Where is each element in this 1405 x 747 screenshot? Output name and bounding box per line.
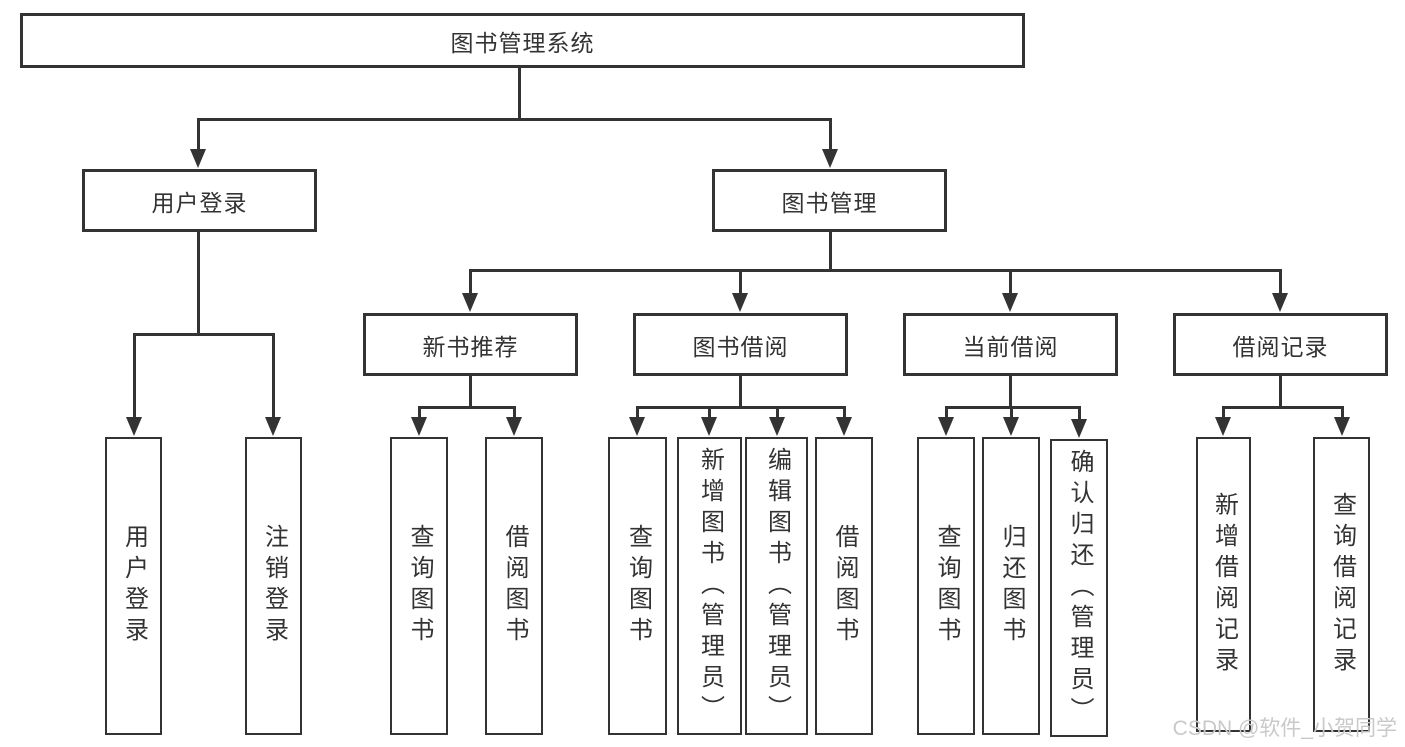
connector-line [418, 406, 516, 409]
connector-line [197, 119, 200, 160]
csdn-watermark: CSDN @软件_小贺同学 [1172, 717, 1397, 740]
node-user-login-group: 用户登录 [82, 169, 317, 232]
arrow-down-icon [190, 149, 206, 168]
connector-line [272, 334, 275, 428]
arrow-down-icon [1215, 417, 1231, 436]
node-label: 借阅记录 [1232, 333, 1329, 360]
arrow-down-icon [629, 417, 645, 436]
connector-line [469, 376, 472, 409]
connector-line [518, 68, 521, 121]
node-label: 图书借阅 [692, 333, 789, 360]
node-borrow-records: 借阅记录 [1173, 313, 1388, 376]
connector-line [829, 119, 832, 160]
node-leaf-add-record: 新增借阅记录 [1196, 437, 1251, 732]
arrow-down-icon [1272, 293, 1288, 312]
arrow-down-icon [836, 417, 852, 436]
node-leaf-query-book-3: 查询图书 [917, 437, 975, 735]
node-leaf-borrow-book-1: 借阅图书 [485, 437, 543, 735]
node-leaf-logout: 注销登录 [245, 437, 302, 735]
node-leaf-borrow-book-2: 借阅图书 [815, 437, 873, 735]
arrow-down-icon [462, 293, 478, 312]
node-book-borrow: 图书借阅 [633, 313, 848, 376]
node-leaf-edit-book: 编辑图书（管理员） [745, 437, 808, 735]
node-root: 图书管理系统 [20, 13, 1025, 68]
connector-line [739, 270, 742, 304]
node-leaf-query-book-2: 查询图书 [608, 437, 667, 735]
node-label: 编辑图书（管理员） [763, 446, 791, 726]
connector-line [133, 334, 136, 428]
connector-line [829, 232, 832, 272]
arrow-down-icon [411, 417, 427, 436]
node-leaf-confirm-return: 确认归还（管理员） [1050, 439, 1108, 737]
node-label: 当前借阅 [962, 333, 1059, 360]
node-label: 用户登录 [120, 524, 148, 648]
node-label: 用户登录 [151, 189, 248, 216]
connector-line [739, 376, 742, 409]
connector-line [197, 118, 832, 121]
arrow-down-icon [1071, 419, 1087, 438]
connector-line [469, 269, 1282, 272]
connector-line [197, 232, 200, 336]
connector-line [1279, 376, 1282, 409]
node-label: 借阅图书 [501, 524, 528, 648]
connector-line [1009, 376, 1012, 409]
arrow-down-icon [126, 417, 142, 436]
node-label: 注销登录 [260, 524, 288, 648]
arrow-down-icon [938, 417, 954, 436]
node-label: 归还图书 [998, 524, 1025, 648]
node-leaf-query-record: 查询借阅记录 [1313, 437, 1370, 732]
node-label: 借阅图书 [831, 524, 858, 648]
node-leaf-user-login: 用户登录 [105, 437, 162, 735]
arrow-down-icon [822, 149, 838, 168]
node-label: 查询图书 [624, 524, 652, 648]
node-label: 查询借阅记录 [1328, 491, 1356, 678]
node-leaf-add-book: 新增图书（管理员） [677, 437, 742, 735]
arrow-down-icon [506, 417, 522, 436]
connector-line [1078, 407, 1081, 430]
connector-line [1009, 270, 1012, 304]
node-leaf-query-book-1: 查询图书 [390, 437, 448, 735]
arrow-down-icon [701, 417, 717, 436]
connector-line [133, 333, 275, 336]
connector-line [1222, 406, 1344, 409]
connector-line [945, 406, 1081, 409]
connector-line [1279, 270, 1282, 304]
node-label: 新增图书（管理员） [696, 446, 724, 726]
node-label: 新增借阅记录 [1210, 491, 1238, 678]
arrow-down-icon [1002, 293, 1018, 312]
node-label: 图书管理系统 [450, 29, 595, 56]
node-label: 查询图书 [406, 524, 433, 648]
node-book-mgmt-group: 图书管理 [712, 169, 947, 232]
node-label: 新书推荐 [422, 333, 519, 360]
arrow-down-icon [1003, 417, 1019, 436]
node-leaf-return-book: 归还图书 [982, 437, 1040, 735]
arrow-down-icon [732, 293, 748, 312]
node-label: 确认归还（管理员） [1066, 448, 1093, 728]
node-label: 查询图书 [933, 524, 960, 648]
node-current-borrow: 当前借阅 [903, 313, 1118, 376]
connector-line [469, 270, 472, 304]
node-new-book-rec: 新书推荐 [363, 313, 578, 376]
connector-line [636, 406, 846, 409]
node-label: 图书管理 [781, 189, 878, 216]
arrow-down-icon [1334, 417, 1350, 436]
arrow-down-icon [265, 417, 281, 436]
arrow-down-icon [769, 417, 785, 436]
